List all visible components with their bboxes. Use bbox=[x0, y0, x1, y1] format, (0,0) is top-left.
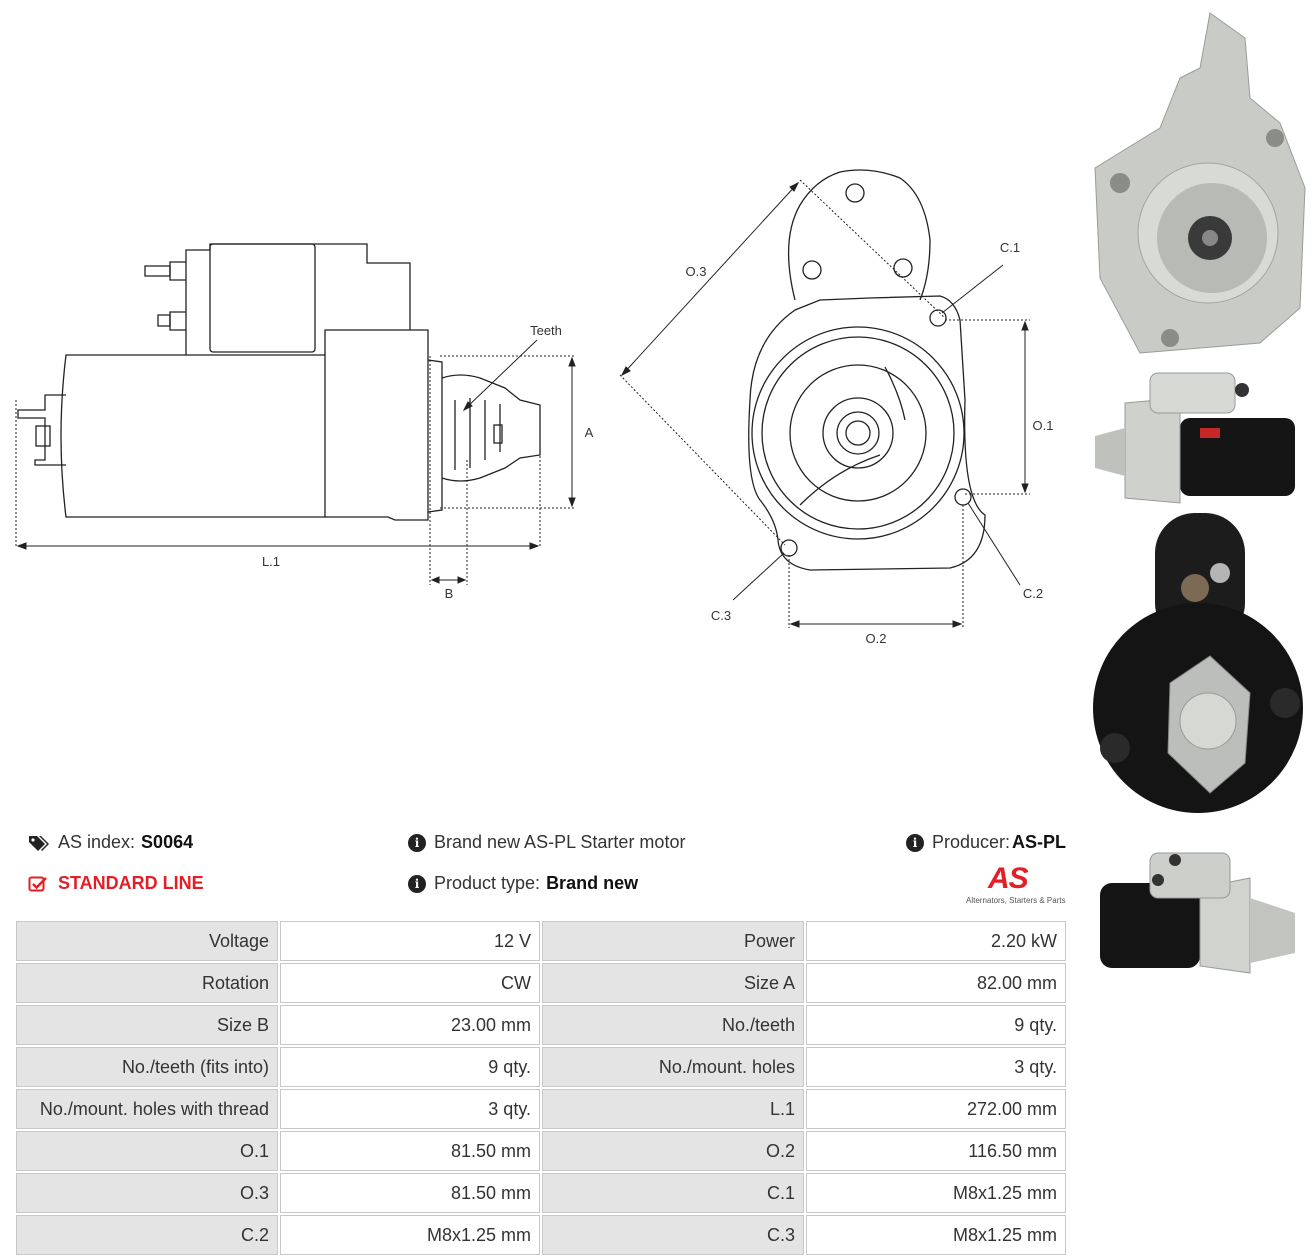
spec-key: C.3 bbox=[542, 1215, 804, 1255]
spec-value: 82.00 mm bbox=[806, 963, 1066, 1003]
spec-key: No./teeth bbox=[542, 1005, 804, 1045]
tags-icon bbox=[29, 835, 49, 851]
spec-value: 12 V bbox=[280, 921, 540, 961]
producer-row: i Producer: AS-PL bbox=[906, 832, 1066, 853]
spec-key: Size B bbox=[16, 1005, 278, 1045]
label-l1: L.1 bbox=[262, 554, 280, 569]
spec-value: 9 qty. bbox=[280, 1047, 540, 1087]
spec-key: C.1 bbox=[542, 1173, 804, 1213]
label-c2: C.2 bbox=[1023, 586, 1043, 601]
spec-value: CW bbox=[280, 963, 540, 1003]
spec-value: M8x1.25 mm bbox=[806, 1173, 1066, 1213]
label-a: A bbox=[585, 425, 594, 440]
producer-value: AS-PL bbox=[1012, 832, 1067, 852]
spec-value: 3 qty. bbox=[806, 1047, 1066, 1087]
brand-row: i Brand new AS-PL Starter motor bbox=[408, 832, 685, 853]
producer-label: Producer: bbox=[932, 832, 1011, 852]
spec-key: Power bbox=[542, 921, 804, 961]
spec-key: L.1 bbox=[542, 1089, 804, 1129]
product-type-row: i Product type: Brand new bbox=[408, 873, 638, 894]
spec-key: C.2 bbox=[16, 1215, 278, 1255]
as-index-row: AS index: S0064 bbox=[28, 832, 193, 853]
spec-key: O.1 bbox=[16, 1131, 278, 1171]
spec-key: O.3 bbox=[16, 1173, 278, 1213]
line-label: STANDARD LINE bbox=[58, 873, 204, 893]
info-icon: i bbox=[408, 874, 426, 893]
label-o3: O.3 bbox=[686, 264, 707, 279]
logo-mark: AS bbox=[988, 862, 1029, 895]
solenoid-housing bbox=[185, 243, 411, 355]
product-photos bbox=[1080, 8, 1310, 988]
flange-outline bbox=[748, 295, 986, 571]
label-o2: O.2 bbox=[866, 631, 887, 646]
product-type-label: Product type: bbox=[434, 873, 541, 893]
spec-key: Size A bbox=[542, 963, 804, 1003]
label-o1: O.1 bbox=[1033, 418, 1054, 433]
asp-logo: AS Alternators, Starters & Parts bbox=[966, 864, 1066, 908]
spec-value: 81.50 mm bbox=[280, 1131, 540, 1171]
spec-value: M8x1.25 mm bbox=[806, 1215, 1066, 1255]
as-index-label: AS index: bbox=[58, 832, 136, 852]
photo-front-view bbox=[1094, 12, 1306, 354]
photo-rear-view bbox=[1093, 513, 1303, 813]
dimension-drawing: L.1 A B Teeth O.1 bbox=[15, 169, 1054, 646]
line-row: STANDARD LINE bbox=[28, 873, 204, 894]
spec-value: 272.00 mm bbox=[806, 1089, 1066, 1129]
spec-key: Voltage bbox=[16, 921, 278, 961]
label-b: B bbox=[445, 586, 454, 601]
motor-body bbox=[60, 354, 326, 518]
spec-key: No./mount. holes bbox=[542, 1047, 804, 1087]
as-index-value: S0064 bbox=[141, 832, 194, 852]
check-square-icon bbox=[28, 876, 47, 891]
label-c3: C.3 bbox=[711, 608, 731, 623]
mounting-ear bbox=[787, 169, 931, 301]
label-teeth: Teeth bbox=[530, 323, 562, 338]
spec-key: O.2 bbox=[542, 1131, 804, 1171]
table-row: No./teeth (fits into)9 qty.No./mount. ho… bbox=[16, 1047, 1066, 1087]
logo-tagline: Alternators, Starters & Parts bbox=[966, 896, 1066, 905]
label-c1: C.1 bbox=[1000, 240, 1020, 255]
spec-key: Rotation bbox=[16, 963, 278, 1003]
spec-value: 3 qty. bbox=[280, 1089, 540, 1129]
brand-text: Brand new AS-PL Starter motor bbox=[434, 832, 686, 852]
photo-side-view bbox=[1095, 372, 1295, 504]
spec-value: 81.50 mm bbox=[280, 1173, 540, 1213]
spec-value: 2.20 kW bbox=[806, 921, 1066, 961]
product-type-value: Brand new bbox=[546, 873, 639, 893]
photo-side-view-2 bbox=[1100, 852, 1295, 974]
spec-key: No./mount. holes with thread bbox=[16, 1089, 278, 1129]
spec-value: 9 qty. bbox=[806, 1005, 1066, 1045]
spec-value: 23.00 mm bbox=[280, 1005, 540, 1045]
info-icon: i bbox=[906, 833, 924, 852]
spec-value: 116.50 mm bbox=[806, 1131, 1066, 1171]
info-icon: i bbox=[408, 833, 426, 852]
spec-value: M8x1.25 mm bbox=[280, 1215, 540, 1255]
spec-key: No./teeth (fits into) bbox=[16, 1047, 278, 1087]
technical-drawing: L.1 A B Teeth O.1 bbox=[15, 169, 1054, 646]
